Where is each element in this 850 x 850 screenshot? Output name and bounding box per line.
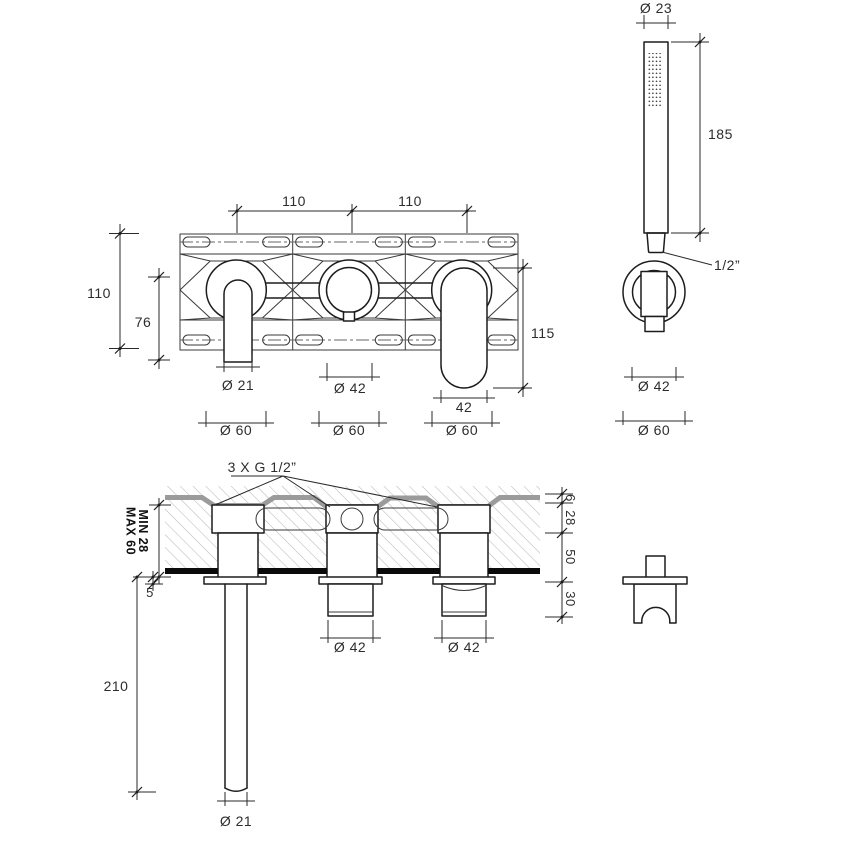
dim-rosette-left-label: Ø 60: [220, 422, 252, 438]
bracket-flange: [622, 576, 688, 585]
dim-rosettes: Ø 60 Ø 60 Ø 60: [198, 411, 500, 438]
dim-length-label: 185: [708, 126, 733, 142]
dim-span-right: 110: [398, 193, 422, 209]
dim-plate-height: 110: [87, 224, 139, 357]
cartridge-ring: [325, 266, 373, 322]
holder-bracket-view: [622, 555, 688, 624]
thread-label: 1/2”: [714, 257, 740, 273]
threads-callout: 3 X G 1/2”: [214, 459, 438, 508]
dim-spout-length-label: 210: [104, 678, 129, 694]
dim-depth-chain: 6 28 50 30: [545, 487, 578, 624]
built-in-bodies: [211, 504, 491, 579]
dim-holder-diameter: Ø 42: [624, 367, 684, 394]
threads-label: 3 X G 1/2”: [228, 459, 297, 475]
dim-handle-height-label: 115: [531, 325, 555, 341]
dim-body-label: 28: [563, 510, 578, 525]
dim-holder-rosette-label: Ø 60: [638, 422, 670, 438]
escutcheon-flanges: [203, 576, 496, 585]
dim-handle-dia-right-label: Ø 42: [448, 639, 480, 655]
hand-shower-view: Ø 23 185 1/2” Ø 42 Ø 60: [615, 0, 740, 438]
dim-rosette-right-label: Ø 60: [446, 422, 478, 438]
dim-cartridge-diameter: Ø 42: [319, 363, 380, 396]
dim-wall-range: MIN 28 MAX 60: [124, 498, 171, 584]
dim-spout-diameter: Ø 21: [216, 355, 260, 393]
connecting-pipes: [265, 282, 433, 299]
dim-head-dia-label: Ø 23: [640, 0, 672, 16]
dim-wall-label: 50: [563, 549, 578, 564]
dim-spout-drop: 76: [135, 268, 170, 369]
dim-height-label: 110: [87, 285, 111, 301]
dim-cartridge-dia-label: Ø 42: [334, 380, 366, 396]
dim-handle-width-label: 42: [456, 399, 473, 415]
dim-spout-drop-label: 76: [135, 314, 152, 330]
rosette-center: [318, 259, 380, 321]
dim-rosette-mid-label: Ø 60: [333, 422, 365, 438]
wall-max-label: MAX 60: [124, 507, 138, 555]
dim-flange-thickness: 5: [133, 571, 171, 600]
dim-handle-width: 42: [433, 390, 495, 415]
shower-holder: [622, 260, 686, 333]
dim-handle-height: 115: [493, 259, 555, 397]
thread-callout: 1/2”: [661, 251, 740, 273]
dim-spout-dia-label: Ø 21: [222, 377, 254, 393]
dim-flange-label: 5: [146, 585, 154, 600]
dim-section-spout-dia: Ø 21: [217, 792, 255, 829]
dim-top-spans: 110 110: [228, 193, 476, 233]
dim-shower-length: 185: [671, 33, 733, 242]
dim-section-spout-dia-label: Ø 21: [220, 813, 252, 829]
bracket-body: [633, 583, 677, 624]
spray-face: [648, 53, 662, 108]
lever-handle-section: [441, 583, 487, 617]
plate-truss: [179, 253, 519, 321]
mounting-slots: [182, 236, 516, 346]
wall-min-label: MIN 28: [136, 509, 150, 552]
front-view: 110 110 110 76 115 Ø 21: [87, 193, 555, 438]
spout: [223, 279, 253, 363]
dim-span-left: 110: [282, 193, 306, 209]
finished-wall-line: [165, 568, 540, 574]
lever-handle: [440, 267, 488, 389]
center-handle-section: [327, 583, 374, 617]
bracket-stem: [645, 555, 666, 579]
dim-tile-label: 6: [563, 494, 578, 502]
dim-section-handle-right: Ø 42: [434, 620, 494, 655]
dim-spout-length: 210: [104, 571, 156, 800]
dim-head-diameter: Ø 23: [636, 0, 676, 29]
spout-section: [224, 583, 248, 792]
dim-holder-rosette: Ø 60: [615, 411, 693, 438]
dim-handle-dia-left-label: Ø 42: [334, 639, 366, 655]
dim-section-handle-left: Ø 42: [320, 620, 381, 655]
connection-nipple: [646, 232, 666, 254]
section-view: 3 X G 1/2” 6 28 50 30 MIN 28 MAX: [104, 459, 578, 829]
dim-handle-depth-label: 30: [563, 591, 578, 606]
dim-holder-dia-label: Ø 42: [638, 378, 670, 394]
